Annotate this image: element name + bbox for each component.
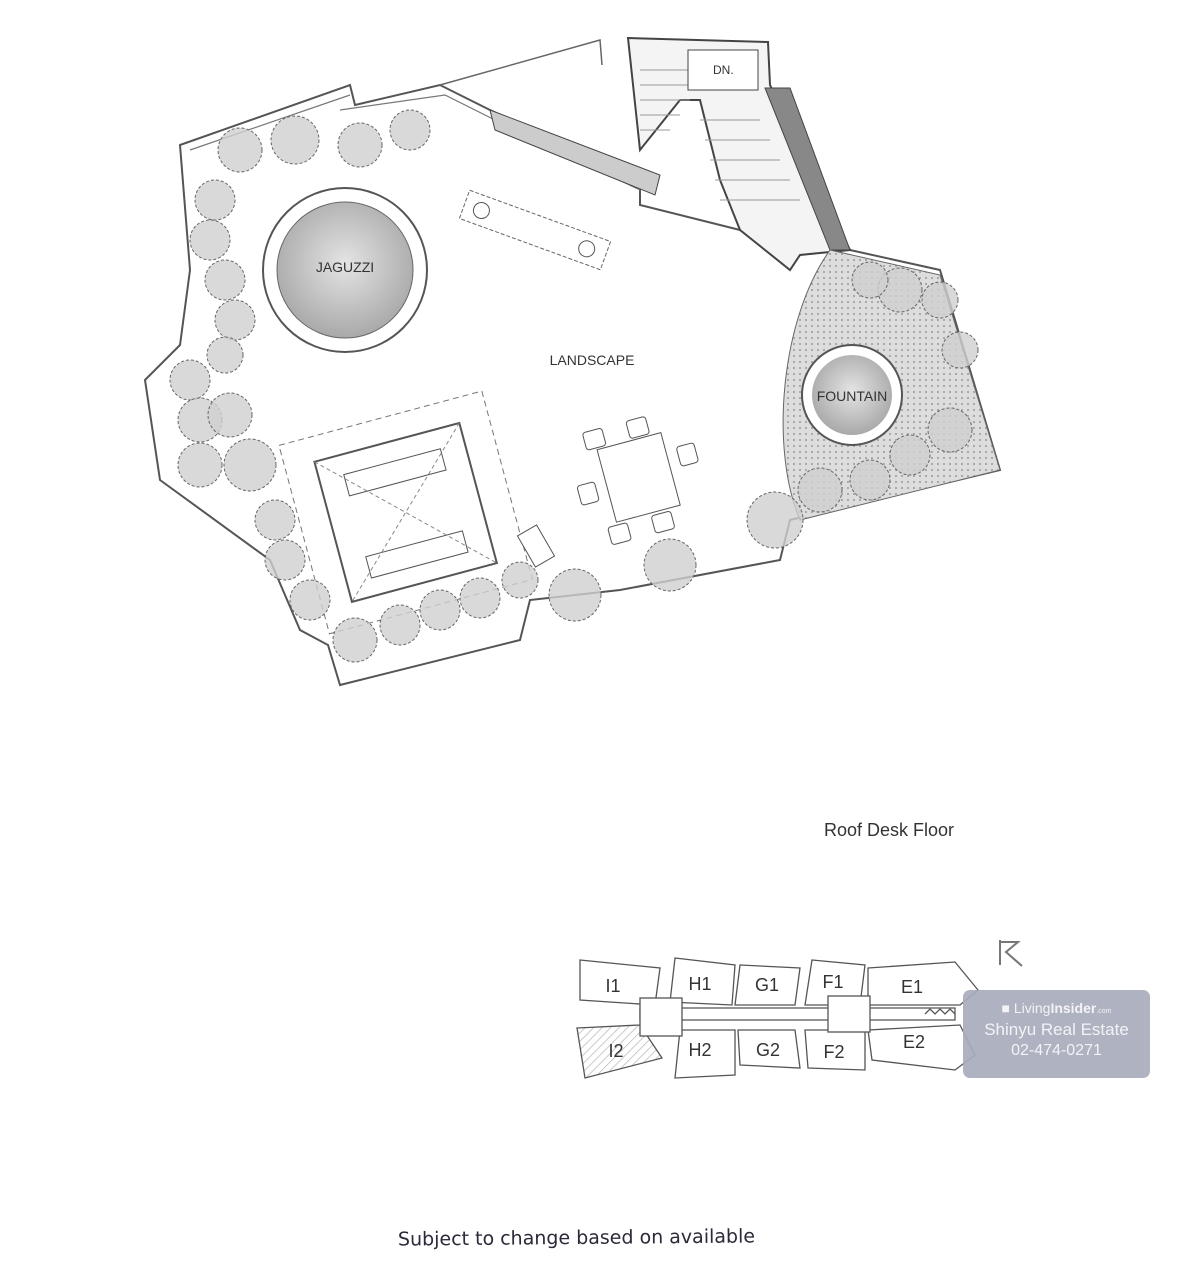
tree-icon	[389, 109, 431, 151]
watermark: ■ LivingInsider.com Shinyu Real Estate 0…	[963, 990, 1150, 1078]
tree-icon	[204, 259, 246, 301]
tree-icon	[889, 434, 931, 476]
brand-logo: ■ LivingInsider.com	[1001, 1000, 1112, 1016]
tree-icon	[169, 359, 211, 401]
jacuzzi: JAGUZZI	[262, 187, 428, 353]
tree-group	[169, 109, 979, 663]
unit-G1: G1	[755, 975, 779, 995]
tree-icon	[194, 179, 236, 221]
tree-icon	[214, 299, 256, 341]
tree-icon	[548, 568, 602, 622]
agent-name: Shinyu Real Estate	[984, 1020, 1129, 1039]
tree-icon	[332, 617, 378, 663]
tree-icon	[643, 538, 697, 592]
unit-F1: F1	[822, 972, 843, 992]
tree-icon	[379, 604, 421, 646]
agent-phone: 02-474-0271	[1011, 1042, 1102, 1059]
planter-bench	[458, 189, 612, 271]
unit-E1: E1	[901, 977, 923, 997]
tree-icon	[746, 491, 804, 549]
tree-icon	[849, 459, 891, 501]
tree-icon	[217, 127, 263, 173]
tree-icon	[254, 499, 296, 541]
tree-icon	[337, 122, 383, 168]
disclaimer: Subject to change based on available	[397, 1225, 756, 1251]
tree-icon	[921, 281, 959, 319]
brand-main: Insider	[1050, 1000, 1097, 1016]
dining-table	[576, 416, 699, 545]
tree-icon	[206, 336, 244, 374]
floor-title: Roof Desk Floor	[824, 820, 955, 840]
tree-icon	[941, 331, 979, 369]
unit-E2: E2	[903, 1032, 925, 1052]
tree-icon	[207, 392, 253, 438]
landscape-label: LANDSCAPE	[550, 352, 635, 368]
unit-H2: H2	[688, 1040, 711, 1060]
unit-F2: F2	[823, 1042, 844, 1062]
tree-icon	[189, 219, 231, 261]
tree-icon	[264, 539, 306, 581]
tree-icon	[877, 267, 923, 313]
unit-I1: I1	[605, 976, 620, 996]
tree-icon	[419, 589, 461, 631]
north-arrow-icon	[999, 940, 1023, 967]
tree-icon	[177, 442, 223, 488]
tree-icon	[927, 407, 973, 453]
stair-core: DN.	[489, 36, 852, 272]
tree-icon	[851, 261, 889, 299]
brand-suffix: .com	[1096, 1008, 1112, 1015]
unit-I2: I2	[608, 1041, 623, 1061]
lounge-chair	[516, 524, 556, 568]
unit-H1: H1	[688, 974, 711, 994]
down-label: DN.	[713, 63, 734, 77]
fountain-label: FOUNTAIN	[817, 388, 888, 404]
tree-icon	[501, 561, 539, 599]
pergola	[278, 390, 533, 635]
jacuzzi-label: JAGUZZI	[316, 259, 374, 275]
key-plan: I1 H1 G1 F1 E1 I2 H2 G2 F2 E2	[576, 957, 979, 1079]
unit-G2: G2	[756, 1040, 780, 1060]
tree-icon	[289, 579, 331, 621]
tree-icon	[797, 467, 843, 513]
tree-icon	[223, 438, 277, 492]
tree-icon	[459, 577, 501, 619]
brand-prefix: Living	[1013, 1000, 1051, 1016]
tree-icon	[270, 115, 320, 165]
